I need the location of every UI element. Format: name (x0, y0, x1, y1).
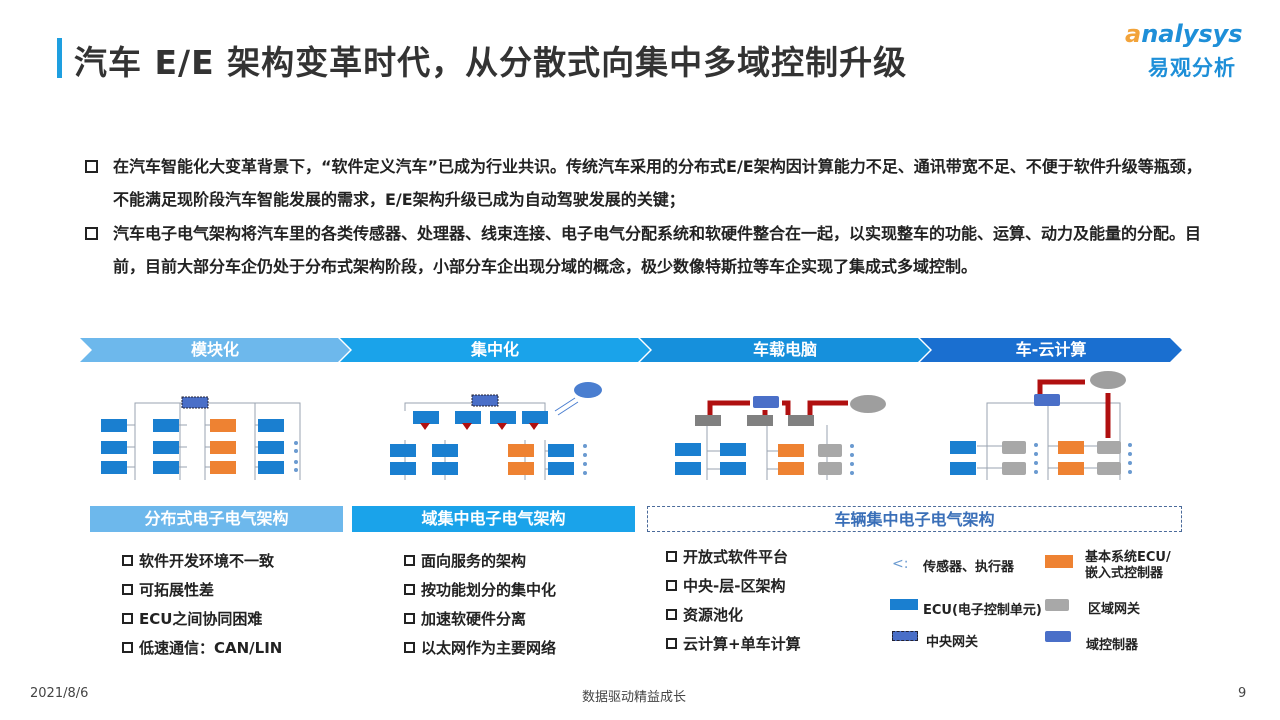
category-domain-centralized: 域集中电子电气架构 (352, 506, 635, 532)
stage-centralized: 集中化 (340, 338, 650, 362)
bullet-1: 在汽车智能化大变革背景下，“软件定义汽车”已成为行业共识。传统汽车采用的分布式E… (85, 150, 1205, 216)
footer-slogan: 数据驱动精益成长 (582, 690, 687, 705)
bullet-2: 汽车电子电气架构将汽车里的各类传感器、处理器、线束连接、电子电气分配系统和软硬件… (85, 217, 1205, 283)
category-distributed: 分布式电子电气架构 (90, 506, 343, 532)
legend-sensor: 传感器、执行器 (923, 560, 1015, 575)
architecture-diagrams (101, 371, 1132, 480)
logo: analysys (1125, 20, 1243, 48)
list-domain: 面向服务的架构按功能划分的集中化加速软硬件分离以太网作为主要网络 (404, 546, 556, 662)
stage-modular: 模块化 (80, 338, 350, 362)
legend-ecu: ECU(电子控制单元) (923, 603, 1042, 618)
stage-vehicle-cloud: 车-云计算 (920, 338, 1182, 362)
title-accent-bar (57, 38, 62, 78)
page-title: 汽车 E/E 架构变革时代，从分散式向集中多域控制升级 (74, 43, 908, 82)
central-gateway-swatch (892, 631, 918, 641)
footer-date: 2021/8/6 (30, 686, 89, 701)
stage-vehicle-computer: 车载电脑 (640, 338, 930, 362)
ecu-swatch (890, 599, 918, 610)
list-vehicle: 开放式软件平台中央-层-区架构资源池化云计算+单车计算 (666, 542, 801, 658)
domain-controller-swatch (1045, 631, 1071, 642)
page-number: 9 (1238, 686, 1247, 701)
basic-ecu-swatch (1045, 555, 1073, 568)
legend-basic-ecu: 基本系统ECU/嵌入式控制器 (1085, 550, 1171, 581)
category-vehicle-centralized: 车辆集中电子电气架构 (647, 506, 1182, 532)
sensor-icon: <: (892, 556, 909, 572)
zone-gateway-swatch (1045, 599, 1069, 611)
legend-zone-gateway: 区域网关 (1088, 602, 1141, 617)
logo-cn: 易观分析 (1148, 56, 1236, 80)
legend-domain-controller: 域控制器 (1086, 638, 1139, 653)
legend-central-gateway: 中央网关 (926, 635, 979, 650)
